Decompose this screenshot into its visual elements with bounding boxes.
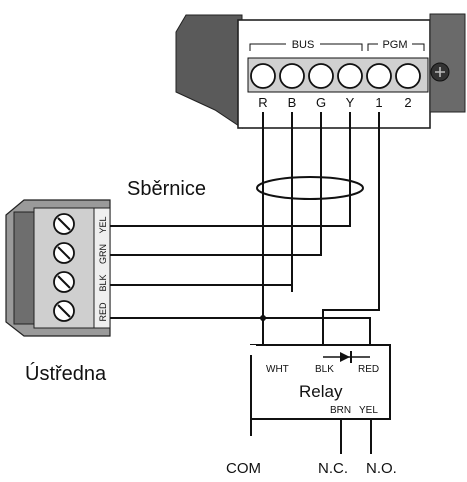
connector-wire-labels: YEL GRN BLK RED	[98, 216, 108, 321]
terminal-labels: R B G Y 1 2	[258, 95, 411, 110]
relay-pin-red: RED	[358, 364, 379, 375]
connector-screws	[53, 213, 75, 322]
bus-label: Sběrnice	[127, 178, 206, 200]
junction-dot	[260, 315, 266, 321]
relay-pin-blk: BLK	[315, 364, 334, 375]
output-nc-label: N.C.	[318, 460, 348, 477]
terminal-screw-r	[250, 63, 276, 89]
connector-label-strip	[93, 207, 111, 329]
terminal-screw-2	[395, 63, 421, 89]
screw-slot-icon	[57, 275, 71, 289]
relay-corner-gap	[246, 345, 256, 355]
terminal-screws	[250, 63, 421, 89]
wire-label-red: RED	[98, 302, 108, 322]
relay-title: Relay	[299, 382, 343, 401]
wire-g-to-grn	[110, 112, 322, 256]
relay-pin-wht: WHT	[266, 364, 289, 375]
terminal-label-g: G	[316, 95, 326, 110]
expansion-module: BUS PGM R B G Y 1 2	[175, 13, 466, 129]
wire-red-to-relay	[263, 317, 371, 352]
bus-group-label: BUS	[292, 39, 315, 51]
screw-slot-icon	[57, 304, 71, 318]
relay-pin-yel: YEL	[359, 405, 378, 416]
terminal-label-y: Y	[346, 95, 355, 110]
screw-slot-icon	[57, 246, 71, 260]
wire-y-to-yel	[110, 112, 351, 227]
pgm-label-bg	[378, 37, 412, 51]
screw-slot-icon	[435, 67, 445, 77]
module-right-body	[429, 13, 466, 113]
panel-label: Ústředna	[25, 362, 107, 385]
wire-label-yel: YEL	[98, 216, 108, 233]
connector-side	[13, 211, 35, 325]
relay-module: WHT BLK RED Relay BRN YEL	[246, 344, 391, 420]
relay-pin-brn: BRN	[330, 405, 351, 416]
wire-label-blk: BLK	[98, 274, 108, 291]
terminal-label-2: 2	[404, 95, 411, 110]
output-no-label: N.O.	[366, 460, 397, 477]
screw-slot-icon	[57, 217, 71, 231]
terminal-screw-y	[337, 63, 363, 89]
diode-icon	[340, 352, 350, 362]
terminal-label-1: 1	[375, 95, 382, 110]
terminal-screw-g	[308, 63, 334, 89]
output-com-label: COM	[226, 460, 261, 477]
bus-label-bg	[286, 37, 320, 51]
terminal-screw-1	[366, 63, 392, 89]
bus-bundle-ellipse	[256, 176, 364, 200]
module-left-wedge	[175, 14, 243, 129]
wire-label-grn: GRN	[98, 244, 108, 264]
terminal-label-b: B	[288, 95, 297, 110]
terminal-screw-b	[279, 63, 305, 89]
control-panel-connector: YEL GRN BLK RED	[5, 199, 111, 337]
terminal-label-r: R	[258, 95, 267, 110]
pgm-group-label: PGM	[382, 39, 407, 51]
wire-pgm1-to-relay-blk	[322, 112, 380, 352]
wire-r-to-red	[110, 112, 264, 319]
